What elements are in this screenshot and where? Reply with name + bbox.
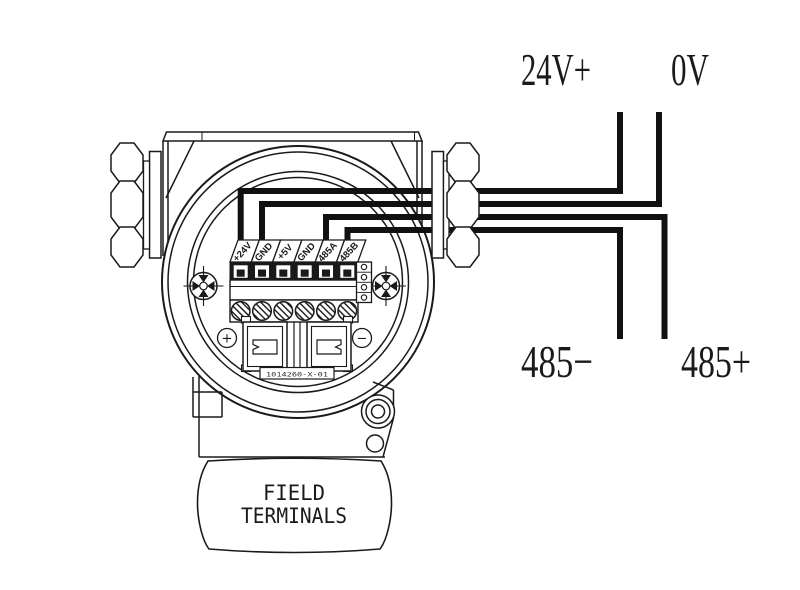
lock-bolt-small bbox=[365, 434, 385, 453]
terminal-windows bbox=[229, 262, 359, 281]
cover-lock-bracket bbox=[360, 381, 396, 458]
terminal-screws bbox=[230, 300, 358, 322]
polarity-plus-sign: + bbox=[222, 332, 233, 347]
label-24v-plus: 24V+ bbox=[521, 44, 591, 95]
nameplate-line1: FIELD bbox=[263, 481, 325, 505]
nameplate-line2: TERMINALS bbox=[241, 504, 347, 528]
cable-gland-left bbox=[110, 142, 162, 268]
part-number-text: 1014260-X-01 bbox=[266, 371, 329, 378]
connector-block-right bbox=[306, 315, 354, 373]
terminal-label-strip bbox=[229, 239, 367, 263]
polarity-plus: + bbox=[216, 327, 238, 349]
housing-neck bbox=[192, 376, 396, 458]
part-number-strip: 1014260-X-01 bbox=[259, 366, 335, 380]
label-485-plus: 485+ bbox=[681, 336, 751, 387]
nameplate: FIELD TERMINALS bbox=[196, 457, 393, 554]
label-485-minus: 485− bbox=[521, 336, 593, 387]
top-cap bbox=[161, 131, 424, 256]
center-channel bbox=[293, 322, 301, 371]
polarity-minus: − bbox=[351, 327, 373, 349]
polarity-minus-sign: − bbox=[357, 331, 368, 346]
wire-485-plus bbox=[323, 214, 668, 339]
connector-block-left bbox=[240, 315, 288, 373]
wire-485-minus bbox=[344, 227, 623, 339]
wire-24v-plus bbox=[237, 112, 623, 240]
cable-gland-right bbox=[431, 142, 480, 268]
label-0v: 0V bbox=[671, 44, 709, 95]
pin-header bbox=[355, 261, 373, 304]
